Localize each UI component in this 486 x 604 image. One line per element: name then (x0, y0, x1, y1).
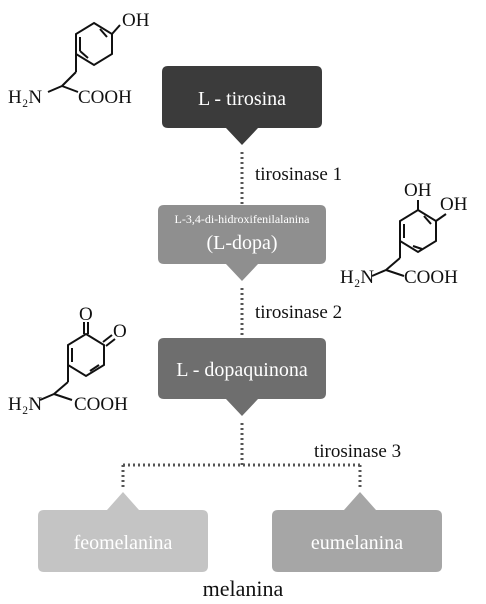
node-ldopa: L-3,4-di-hidroxifenilalanina (L-dopa) (158, 205, 326, 281)
node-tyrosine-label: L - tirosina (198, 88, 286, 110)
ring-bond (79, 50, 89, 59)
alpha-bond (53, 381, 69, 395)
amine-bond (47, 85, 63, 93)
acid-bond (61, 85, 79, 93)
ring-bond (99, 28, 108, 38)
footer-melanina-label: melanina (203, 576, 284, 601)
node-tyrosine: L - tirosina (162, 66, 322, 145)
ldopa-benzene-ring (399, 208, 437, 254)
node-ldopa-full-name: L-3,4-di-hidroxifenilalanina (175, 212, 311, 226)
dopaquinone-structure (39, 322, 116, 401)
ring-bond (89, 364, 100, 372)
node-pheomelanin-label: feomelanina (74, 532, 173, 554)
node-dopaquinone-label: L - dopaquinona (176, 359, 308, 381)
node-ldopa-label: (L-dopa) (206, 232, 277, 254)
node-dopaquinone: L - dopaquinona (158, 338, 326, 416)
alpha-bond (61, 71, 77, 87)
ldopa-amine-label: H₂N (340, 267, 374, 288)
ring-bond (423, 215, 432, 225)
dopaquinone-acid-label: COOH (74, 394, 128, 415)
amine-bond (39, 393, 55, 401)
node-tyrosine-shape (162, 66, 322, 145)
enzyme-label-step2: tirosinase 2 (255, 302, 342, 323)
amine-bond (371, 269, 387, 277)
tyrosine-acid-label: COOH (78, 87, 132, 108)
node-eumelanin-shape (272, 492, 442, 572)
tyrosine-amine-label: H₂N (8, 87, 42, 108)
ldopa-acid-label: COOH (404, 267, 458, 288)
tyrosine-oh-label: OH (122, 10, 150, 31)
dopaquinone-o-right-label: O (113, 321, 127, 342)
enzyme-label-step3: tirosinase 3 (314, 441, 401, 462)
enzyme-label-step1: tirosinase 1 (255, 164, 342, 185)
pathway-connectors (121, 152, 362, 490)
ldopa-oh-right-label: OH (440, 194, 468, 215)
oh-bond (111, 24, 121, 35)
acid-bond (53, 393, 73, 401)
node-dopaquinone-shape (158, 338, 326, 416)
tyrosine-structure (47, 21, 121, 93)
acid-bond (385, 269, 405, 277)
ldopa-structure (371, 200, 447, 277)
oh-bond-right (435, 213, 447, 222)
alpha-bond (385, 257, 401, 271)
carbonyl-bond-right-2 (105, 338, 116, 347)
tyrosine-benzene-ring (75, 21, 113, 67)
node-ldopa-shape (158, 205, 326, 281)
ring-bond (412, 245, 423, 250)
node-pheomelanin: feomelanina (38, 492, 208, 572)
dopaquinone-o-left-label: O (79, 304, 93, 325)
ldopa-oh-left-label: OH (404, 180, 432, 201)
dopaquinone-amine-label: H₂N (8, 394, 42, 415)
dopaquinone-ring (67, 332, 105, 378)
node-eumelanin: eumelanina (272, 492, 442, 572)
node-pheomelanin-shape (38, 492, 208, 572)
node-eumelanin-label: eumelanina (311, 532, 403, 554)
carbonyl-bond-right-1 (102, 334, 113, 343)
